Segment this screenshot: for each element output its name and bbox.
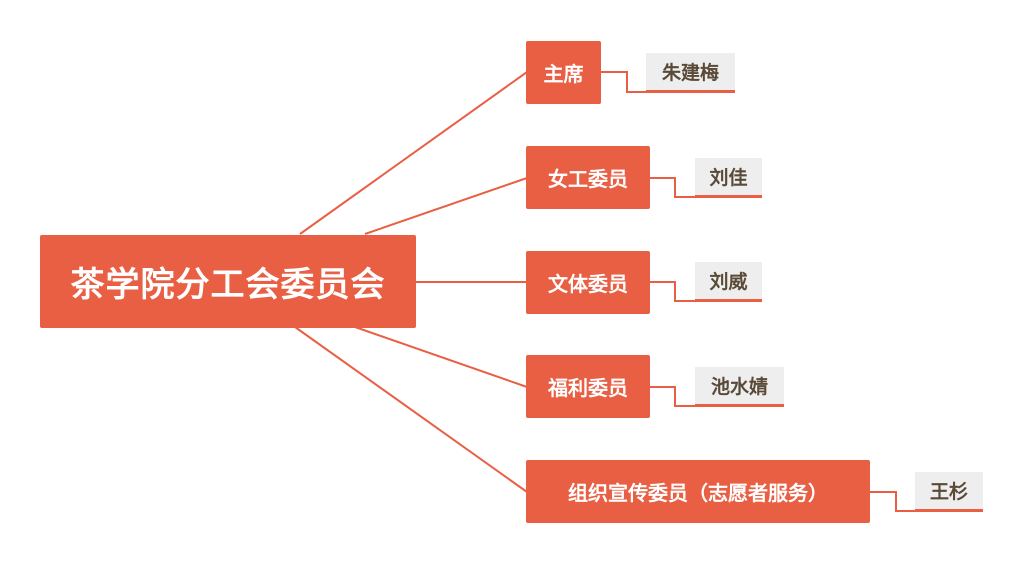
- member-name-chair: 朱建梅: [646, 53, 735, 93]
- connector-welfare-name: [650, 386, 695, 407]
- connector-chair-name: [601, 71, 646, 93]
- role-node-org: 组织宣传委员（志愿者服务）: [526, 460, 870, 523]
- member-name-sports: 刘威: [695, 262, 762, 302]
- member-name-women: 刘佳: [695, 158, 762, 198]
- role-node-sports: 文体委员: [526, 251, 650, 314]
- connector-sports-name: [650, 281, 695, 302]
- connector-org-name: [870, 491, 915, 512]
- role-node-chair: 主席: [526, 41, 601, 104]
- root-node: 茶学院分工会委员会: [40, 235, 416, 328]
- member-name-welfare: 池水婧: [695, 367, 784, 407]
- connector-root-org: [294, 326, 528, 493]
- member-name-org: 王杉: [915, 472, 983, 512]
- role-node-welfare: 福利委员: [526, 355, 650, 418]
- connector-root-women: [364, 177, 528, 235]
- connector-women-name: [650, 177, 695, 198]
- connector-root-chair: [299, 71, 528, 235]
- connector-root-welfare: [354, 326, 528, 388]
- role-node-women: 女工委员: [526, 146, 650, 209]
